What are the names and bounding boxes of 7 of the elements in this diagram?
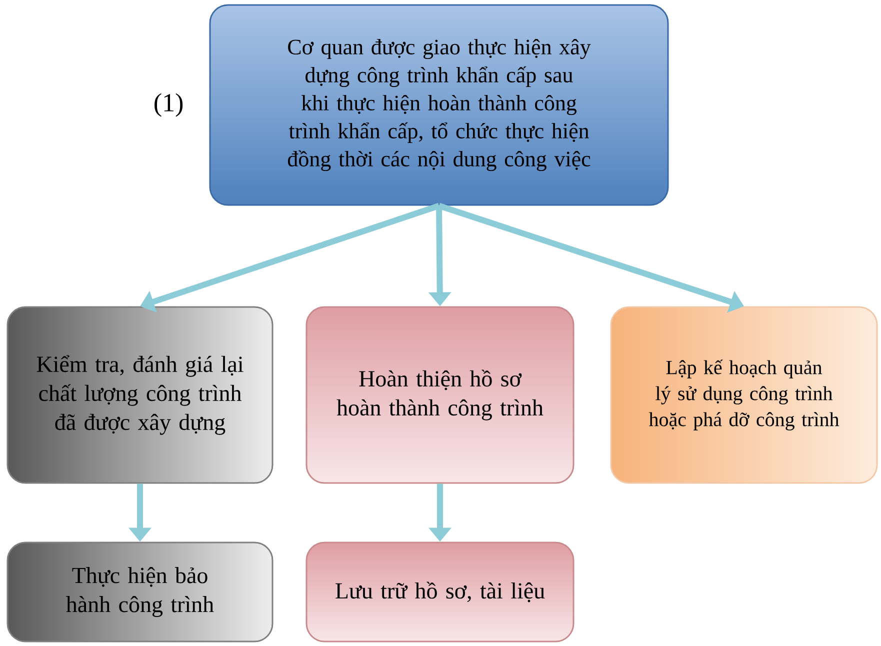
process-box: Cơ quan được giao thực hiện xây dựng công trình khẩn cấp sau khi thực hiện hoàn thành công trình khẩn cấp, tổ chức thực hiện đồng thời các nội dung công việc [209, 4, 669, 206]
process-box: Thực hiện bảo hành công trình [6, 542, 274, 642]
process-box: Lập kế hoạch quản lý sử dụng công trình hoặc phá dỡ công trình [610, 306, 878, 484]
process-box: Hoàn thiện hồ sơ hoàn thành công trình [306, 306, 574, 484]
process-box: Lưu trữ hồ sơ, tài liệu [306, 542, 574, 642]
process-box: Kiểm tra, đánh giá lại chất lượng công trình đã được xây dựng [6, 306, 274, 484]
side-label: (1) [154, 93, 183, 117]
